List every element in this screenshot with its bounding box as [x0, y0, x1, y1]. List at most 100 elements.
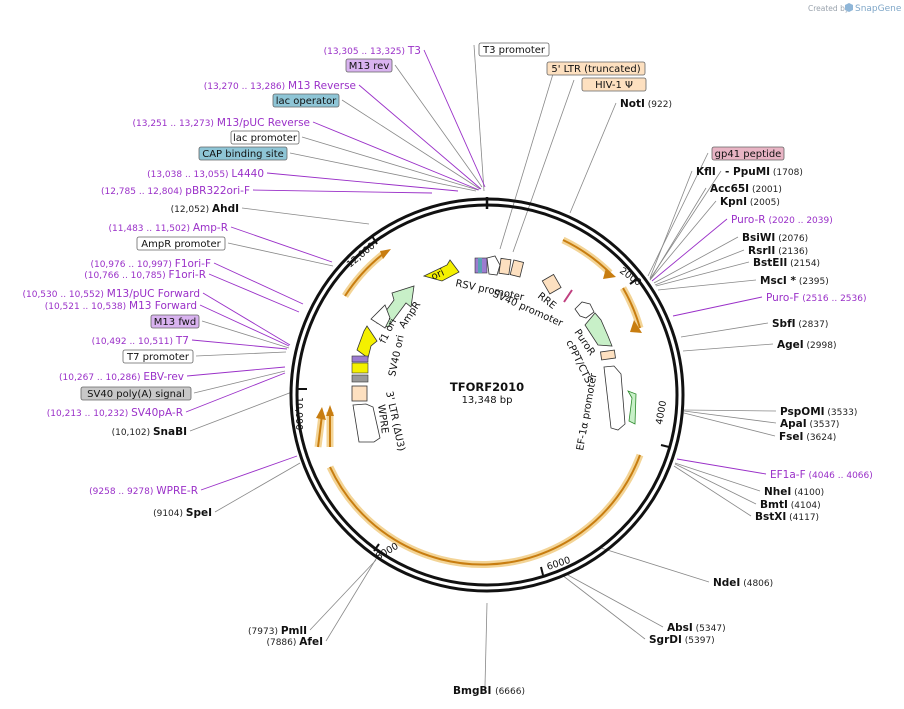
annotation-labels: (13,305 .. 13,325) T3 M13 rev (13,270 .. 1…: [22, 42, 873, 697]
cppt-feature: [600, 349, 616, 361]
label-puro-f: Puro-F (2516 .. 2536): [766, 292, 866, 304]
label-spei-leader: [214, 462, 301, 513]
label-m13-puc-reverse: (13,251 .. 13,273) M13/pUC Reverse: [133, 117, 311, 129]
snapgene-logo-icon: [845, 3, 853, 12]
label-pmli-leader: [309, 559, 377, 631]
label-gp41-peptide-box: [711, 146, 785, 161]
label-m13-reverse: (13,270 .. 13,286) M13 Reverse: [204, 80, 356, 92]
label-sv40-poly-a-signal-box: [80, 386, 192, 401]
label-sgrdi: SgrDI (5397): [649, 634, 715, 646]
label-ahdi: (12,052) AhdI: [171, 203, 239, 215]
label-wpre-r: (9258 .. 9278) WPRE-R: [89, 485, 198, 497]
label-bsiwi: BsiWI (2076): [742, 232, 808, 244]
label-bmti-leader: [674, 463, 757, 505]
label-t7-leader: [191, 339, 288, 350]
tick-label-10000: 10,000: [293, 397, 304, 430]
label-ef1a-f: EF1a-F (4046 .. 4066): [770, 469, 873, 481]
label-snabi-leader: [189, 391, 293, 432]
label-5-ltr-truncated: 5' LTR (truncated): [551, 64, 640, 75]
label-f1ori-r-leader: [208, 273, 300, 313]
label-cap-binding-site-box: [198, 146, 288, 161]
label-rsrii-leader: [654, 249, 745, 286]
sv40-ori-feature: [351, 362, 369, 374]
label-amp-r-leader: [230, 226, 333, 263]
scale-ticks: [298, 235, 670, 576]
rre-feature: [541, 273, 562, 295]
orf-arc-5-core: [317, 414, 323, 448]
label-amp-r: (11,483 .. 11,502) Amp-R: [109, 222, 228, 234]
label-apai: ApaI (3537): [780, 418, 839, 430]
label-cap-binding-site: CAP binding site: [202, 149, 284, 160]
feature-label-sv40-ori: SV40 ori: [387, 334, 407, 377]
feature-label-wpre: WPRE: [375, 404, 390, 434]
label-f1ori-r: (10,766 .. 10,785) F1ori-R: [84, 269, 206, 281]
label-afei-leader: [325, 553, 380, 642]
label-t7-promoter-box: [122, 349, 194, 364]
sv40-promoter-feature: [574, 301, 595, 319]
ltr-feature: [498, 257, 512, 276]
orf-arc-4-core: [344, 253, 384, 297]
sv40-polya-feature: [351, 374, 369, 383]
label-gp41-peptide-leader: [647, 152, 709, 277]
label-m13-rev: M13 rev: [349, 61, 390, 72]
rsv-promoter-feature: [486, 255, 501, 276]
orf-arrowheads: [316, 249, 642, 420]
label-m13-puc-forward: (10,530 .. 10,552) M13/pUC Forward: [22, 288, 200, 300]
plasmid-name: TFORF2010: [450, 380, 524, 394]
label-agei: AgeI (2998): [777, 339, 836, 351]
label-wpre-r-leader: [200, 455, 298, 491]
feature-label-sv40-promoter: SV40 promoter: [491, 289, 565, 330]
label-puro-r: Puro-R (2020 .. 2039): [731, 214, 833, 226]
wpre-feature: [352, 403, 381, 443]
label-spei: (9104) SpeI: [153, 507, 212, 519]
label-bstxi-leader: [673, 465, 752, 517]
label-lac-promoter-leader: [301, 136, 479, 191]
label-t7-promoter: T7 promoter: [126, 352, 190, 363]
label-snabi: (10,102) SnaBI: [112, 426, 187, 438]
label-acc65i-leader: [649, 187, 707, 281]
label-ampr-promoter-box: [136, 236, 226, 251]
label-hiv-1: HIV-1 Ψ: [595, 80, 633, 91]
tick-label-4000: 4000: [654, 400, 669, 426]
label-hiv-1-leader: [512, 79, 575, 253]
label-m13-fwd-box: [150, 314, 200, 329]
label-t3: (13,305 .. 13,325) T3: [324, 45, 421, 57]
label-bstxi: BstXI (4117): [755, 511, 819, 523]
label-l4440-leader: [266, 172, 459, 192]
label-t7: (10,492 .. 10,511) T7: [92, 335, 189, 347]
label-pbr322ori-f-leader: [252, 189, 433, 194]
feature-label-ef1a-promoter: EF-1α promoter: [575, 372, 600, 452]
leader-lines: [189, 44, 777, 687]
feature-shapes: [351, 255, 637, 443]
label-t3-promoter-leader: [473, 44, 485, 192]
label-m13-fwd-leader: [201, 320, 290, 349]
label-t3-leader: [423, 49, 486, 188]
label-nhei-leader: [674, 462, 761, 492]
label-puro-f-leader: [672, 296, 763, 317]
label-ndei: NdeI (4806): [713, 577, 773, 589]
t7-feature: [351, 355, 369, 363]
label-noti: NotI (922): [620, 98, 672, 110]
label-m13-puc-forward-leader: [202, 292, 291, 346]
label-t3-promoter: T3 promoter: [482, 45, 546, 56]
label-l4440: (13,038 .. 13,055) L4440: [147, 168, 264, 180]
label-5-ltr-truncated-box: [546, 61, 646, 76]
ori-feature: [422, 259, 460, 282]
label-afei: (7886) AfeI: [266, 636, 323, 648]
label-bmgbi: BmgBI (6666): [453, 685, 525, 697]
label-m13-rev-leader: [394, 64, 483, 188]
ampr-promoter-feature: [370, 304, 391, 329]
label-gp41-peptide: gp41 peptide: [715, 149, 782, 160]
label-sv40-poly-a-signal: SV40 poly(A) signal: [87, 389, 185, 400]
label-bmti: BmtI (4104): [760, 499, 821, 511]
orf-arc-2-core: [622, 287, 641, 329]
label-f1ori-f-leader: [213, 262, 304, 305]
label-ndei-leader: [600, 547, 710, 583]
label-sbfi: SbfI (2837): [772, 318, 828, 330]
label-lac-operator-leader: [341, 99, 481, 190]
label-hiv-1-box: [581, 77, 647, 92]
label-pmli: (7973) PmlI: [248, 625, 307, 637]
ef1a-promoter-feature: [603, 365, 626, 431]
ltr-3-feature: [351, 385, 368, 402]
label-pspomi-leader: [683, 409, 777, 412]
